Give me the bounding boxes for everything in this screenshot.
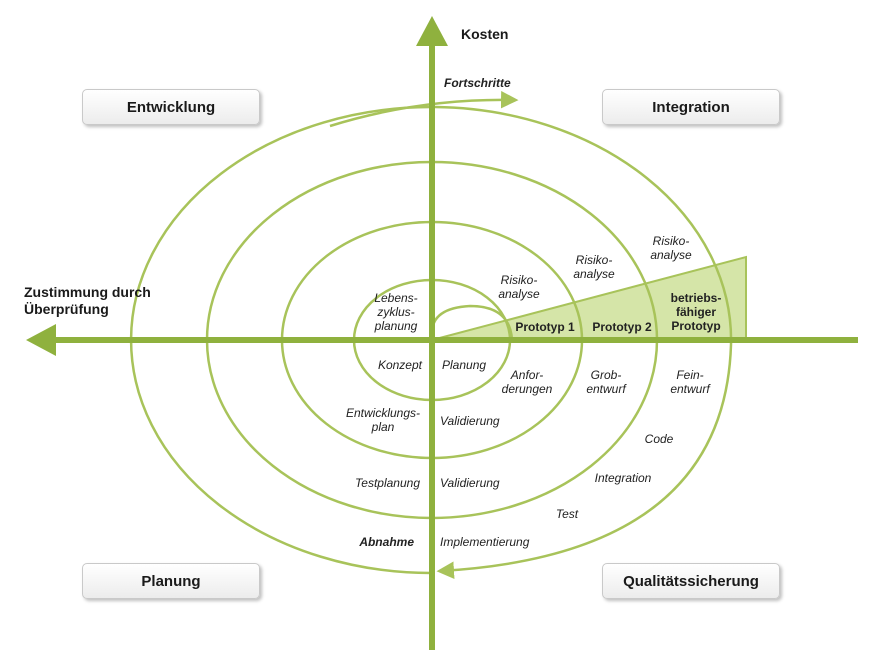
quadrant-quality-assurance: Qualitätssicherung [602,563,780,599]
fine-design-label: Fein- entwurf [670,368,710,396]
quadrant-planning: Planung [82,563,260,599]
requirements-label: Anfor- derungen [501,368,553,396]
test-planning-label: Testplanung [355,476,420,490]
operational-prototype-label: betriebs- fähiger Prototyp [670,291,722,333]
coarse-design-label: Grob- entwurf [586,368,626,396]
prototype-2-label: Prototyp 2 [592,320,652,334]
horizontal-axis-arrowhead [26,324,56,356]
implementation-label: Implementierung [440,535,530,549]
progress-arrow [329,90,519,128]
planning-label: Planung [442,358,487,372]
life-cycle-planning-label: Lebens- zyklus- planung [374,291,418,333]
quadrant-development: Entwicklung [82,89,260,125]
test-label: Test [555,507,579,521]
prototype-1-label: Prototyp 1 [515,320,575,334]
validation-label-2: Validierung [440,476,500,490]
vertical-axis-arrowhead [416,16,448,46]
risk-analysis-label-2: Risiko- analyse [573,253,615,281]
code-label: Code [644,432,674,446]
cost-axis-label: Kosten [461,26,509,42]
progress-label: Fortschritte [444,76,511,90]
acceptance-label: Abnahme [359,535,414,549]
approval-axis-label: Zustimmung durch Überprüfung [24,284,151,317]
spiral-ring-3 [129,105,733,575]
integration-label: Integration [594,471,652,485]
risk-analysis-label-1: Risiko- analyse [498,273,540,301]
validation-label-1: Validierung [440,414,500,428]
concept-label: Konzept [377,358,422,372]
development-plan-label: Entwicklungs- plan [345,406,421,434]
quadrant-integration: Integration [602,89,780,125]
spiral-end-arrow [436,344,733,579]
risk-analysis-label-3: Risiko- analyse [650,234,692,262]
